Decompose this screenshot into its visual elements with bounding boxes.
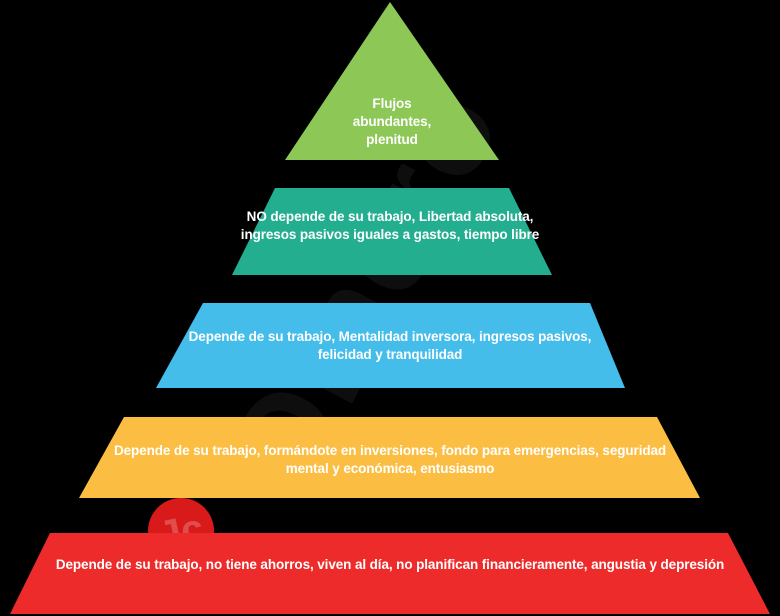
- pyramid-tier-5-red: [10, 533, 770, 614]
- pyramid-tier-2-teal: [232, 188, 552, 275]
- pyramid-tier-4-orange: [79, 417, 700, 498]
- pyramid-tier-3-blue: [156, 303, 625, 388]
- pyramid-tier-1-green: [285, 2, 499, 160]
